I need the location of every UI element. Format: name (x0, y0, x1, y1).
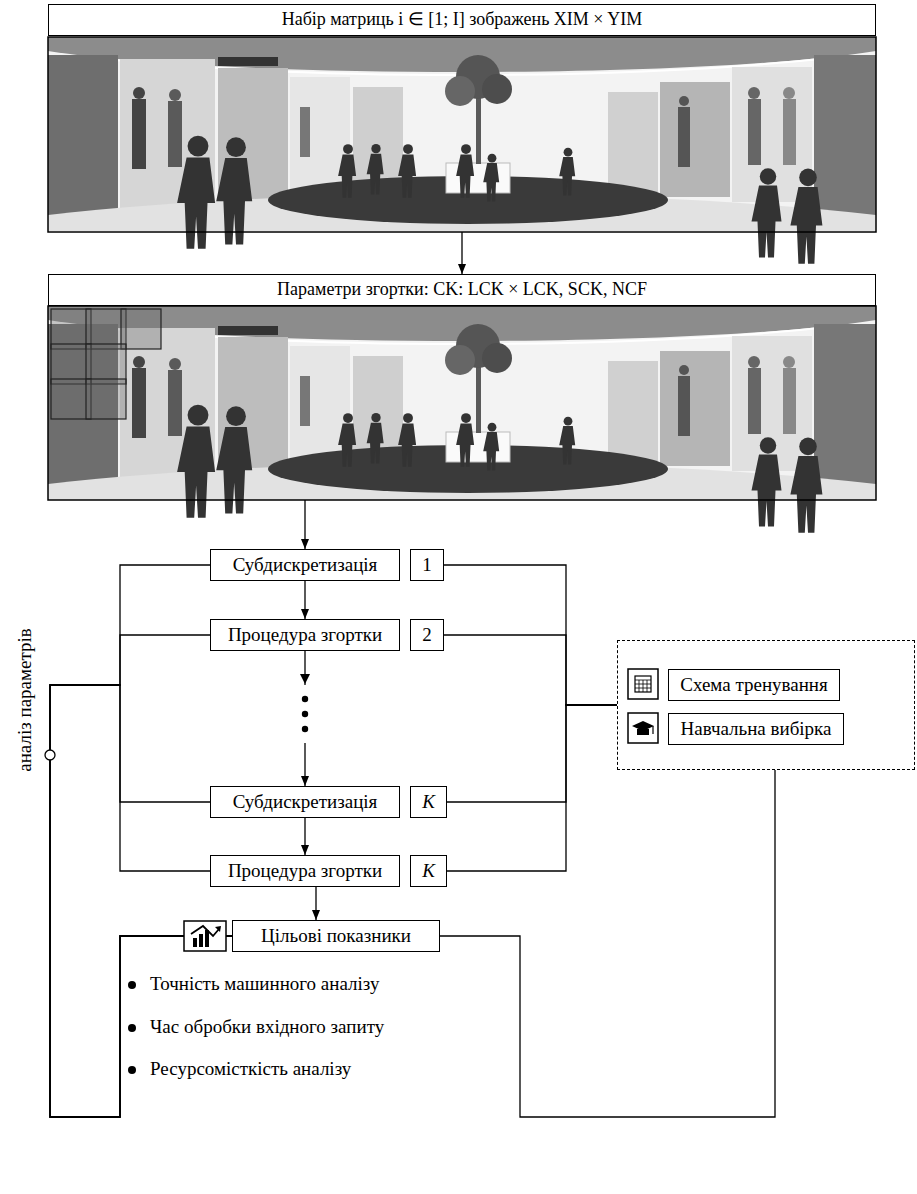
flow-arrow (304, 581, 305, 619)
step-number: 2 (410, 619, 444, 651)
bullet-item: Час обробки вхідного запиту (150, 1016, 384, 1039)
image-frame: Набір матриць i ∈ [1; I] зображень XIM ×… (48, 4, 876, 232)
junction-circle (45, 750, 55, 760)
kernel-grid (51, 309, 161, 419)
process-box: Субдискретизація (210, 549, 400, 581)
box-label: K (422, 860, 435, 883)
bullet-item: Ресурсомісткість аналізу (150, 1058, 351, 1081)
box-label: Субдискретизація (233, 791, 378, 814)
calendar-icon (628, 669, 658, 699)
process-box: Субдискретизація (210, 786, 400, 818)
bracket-line (50, 685, 232, 1117)
bracket-line (444, 635, 617, 705)
bracket-line (447, 705, 617, 871)
box-label: K (422, 791, 435, 814)
bracket-line (447, 705, 617, 802)
box-label: Процедура згортки (228, 860, 382, 883)
flow-arrow (304, 500, 305, 549)
box-label: Процедура згортки (228, 624, 382, 647)
flow-arrow (461, 232, 462, 274)
target-box: Цільові показники (232, 920, 440, 952)
bullet-item: Точність машинного аналізу (150, 973, 379, 996)
process-box: Процедура згортки (210, 855, 400, 887)
bracket-line (50, 685, 232, 1117)
flow-arrow (304, 818, 305, 855)
box-label: 1 (422, 554, 432, 577)
step-number: K (410, 786, 447, 818)
mall-photo (48, 37, 876, 264)
bracket-line (444, 565, 617, 705)
process-box: Процедура згортки (210, 619, 400, 651)
image-caption: Набір матриць i ∈ [1; I] зображень XIM ×… (48, 4, 876, 36)
chart-icon (184, 921, 226, 951)
flow-arrow (315, 887, 316, 920)
bullet-dots (128, 981, 136, 1074)
step-number: 1 (410, 549, 444, 581)
box-label: Субдискретизація (233, 554, 378, 577)
image-frame: Параметри згортки: CK: LCK × LCK, SCK, N… (48, 274, 876, 500)
graduation-icon (628, 713, 658, 743)
group-box: Схема тренуванняНавчальна вибірка (617, 640, 915, 770)
box-label: Навчальна вибірка (680, 718, 831, 741)
box-label: Цільові показники (261, 925, 411, 948)
bracket-line (50, 635, 232, 1117)
process-box: Навчальна вибірка (668, 713, 844, 745)
box-label: Схема тренування (680, 674, 828, 697)
process-box: Схема тренування (668, 669, 840, 701)
image-caption: Параметри згортки: CK: LCK × LCK, SCK, N… (48, 274, 876, 306)
step-number: K (410, 855, 447, 887)
bracket-line (440, 770, 775, 1117)
axis-label: аналіз параметрів (14, 628, 37, 772)
ellipsis-dots (296, 674, 314, 743)
mall-photo (48, 306, 876, 533)
box-label: 2 (422, 624, 432, 647)
